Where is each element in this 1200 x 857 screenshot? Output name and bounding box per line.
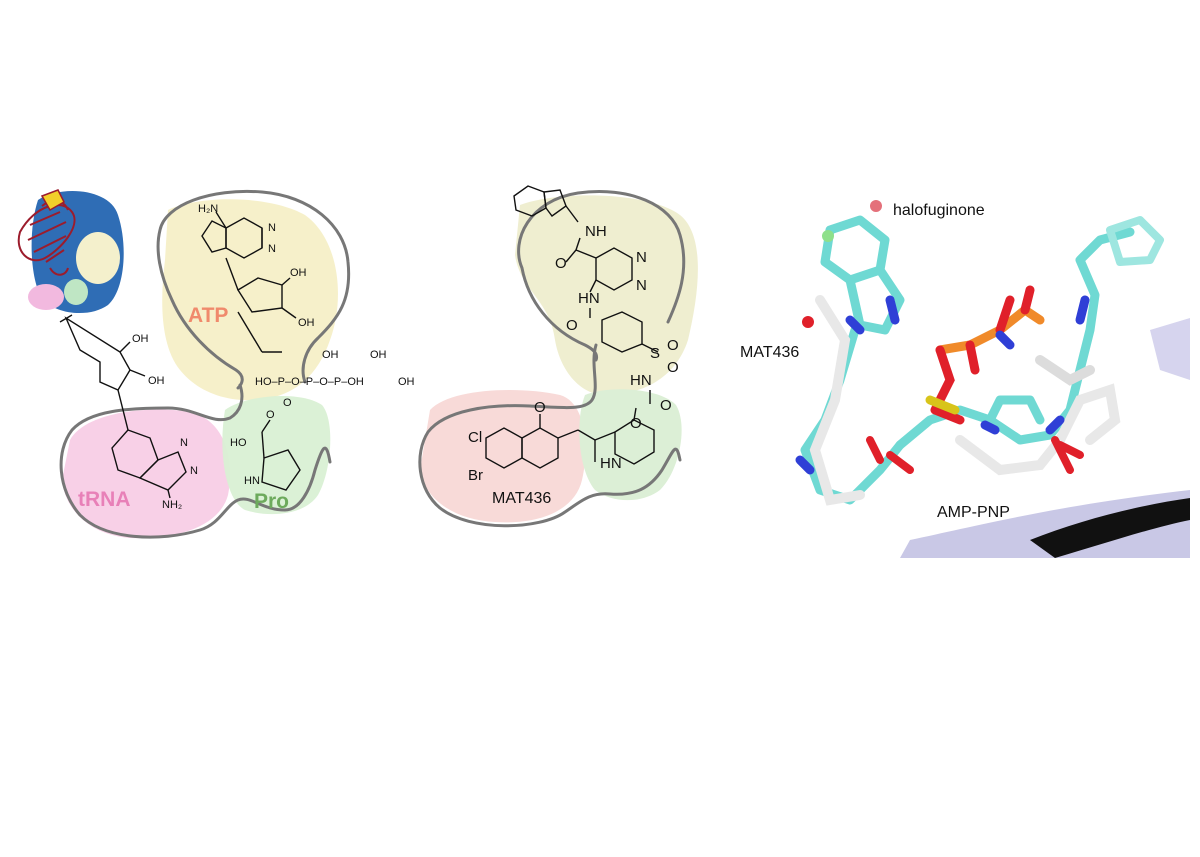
trna-oh-label-2: OH <box>148 375 165 387</box>
mat-cl-label: Cl <box>468 429 482 446</box>
atp-oh-label-1: OH <box>290 267 307 279</box>
amp-pnp-sticks <box>809 295 1121 506</box>
amp-pnp-label: AMP-PNP <box>937 504 1010 521</box>
nitrogen-atoms <box>795 295 1090 475</box>
mat-n-label-2: N <box>636 277 647 294</box>
panel-c: halofuginone MAT436 AMP-PNP <box>738 187 1190 559</box>
mat-br-label: Br <box>468 467 483 484</box>
mat436-caption-b: MAT436 <box>492 490 551 507</box>
oxygen-atom <box>802 316 814 328</box>
chlorine-atom <box>822 230 834 242</box>
pro-pocket <box>222 395 331 515</box>
mat-o-label-4: O <box>667 359 679 376</box>
mat-o-label-7: O <box>534 399 546 416</box>
atp-oh-label-2: OH <box>298 317 315 329</box>
pro-label: Pro <box>254 490 289 513</box>
trna-structure: OH OH NH₂ N N <box>59 314 198 511</box>
atp-structure: H₂N N N OH OH HO–P–O–P–O–P–OH OH OH OH O <box>198 203 415 409</box>
pocket-outline-a <box>59 189 351 539</box>
atp-n-label-2: N <box>268 243 276 255</box>
pro-hn-label: HN <box>244 475 260 487</box>
atp-label: ATP <box>188 304 228 327</box>
mat-o-label-5: O <box>660 397 672 414</box>
trna-nh2-label: NH₂ <box>162 499 182 511</box>
atp-nh2-label: H₂N <box>198 203 218 215</box>
protein-ribbon <box>900 490 1190 558</box>
mat-o-label-1: O <box>555 255 567 272</box>
phosphate-sticks <box>866 285 1084 474</box>
mat-s-label: S <box>650 345 660 362</box>
mat-hn-pip-label: HN <box>600 455 622 472</box>
trna-pocket <box>62 409 231 539</box>
panel-b: NH O N N HN O S O O HN O O <box>418 185 698 528</box>
trna-n-label-2: N <box>190 465 198 477</box>
panel-a: H₂N N N OH OH HO–P–O–P–O–P–OH OH OH OH O… <box>17 189 415 539</box>
halofuginone-label: halofuginone <box>893 202 985 219</box>
mat-n-label-1: N <box>636 249 647 266</box>
pro-pocket-b <box>579 389 682 501</box>
quinazolinone-structure: O Cl Br HN <box>468 399 655 484</box>
atp-n-label-1: N <box>268 222 276 234</box>
mat-hn-label-1: HN <box>578 290 600 307</box>
atp-po-oh-3: OH <box>398 376 415 388</box>
enzyme-cartoon-icon <box>17 189 124 314</box>
atp-phosphate-chain: HO–P–O–P–O–P–OH <box>255 376 364 388</box>
pocket-outline-b <box>418 190 686 528</box>
trna-pocket-b <box>420 389 586 523</box>
trna-n-label-1: N <box>180 437 188 449</box>
mat-o-label-3: O <box>667 337 679 354</box>
mat-nh-label: NH <box>585 223 607 240</box>
proline-structure: HO O HN <box>230 409 301 491</box>
trna-label: tRNA <box>78 488 131 511</box>
mat-hn-label-2: HN <box>630 372 652 389</box>
trna-oh-label-1: OH <box>132 333 149 345</box>
bromine-atom <box>870 200 882 212</box>
pro-o-label: O <box>266 409 275 421</box>
atp-po-oh-1: OH <box>322 349 339 361</box>
mat-o-label-2: O <box>566 317 578 334</box>
atp-po-o: O <box>283 397 292 409</box>
atp-pocket-b <box>515 195 698 395</box>
atp-po-oh-2: OH <box>370 349 387 361</box>
atp-pocket <box>162 199 338 401</box>
pyrazine-structure: NH O N N HN O S O O HN O O <box>555 223 679 432</box>
indane-structure <box>513 185 579 223</box>
mat436-label-c: MAT436 <box>740 344 799 361</box>
mat-o-label-6: O <box>630 415 642 432</box>
pro-ho-label: HO <box>230 437 247 449</box>
